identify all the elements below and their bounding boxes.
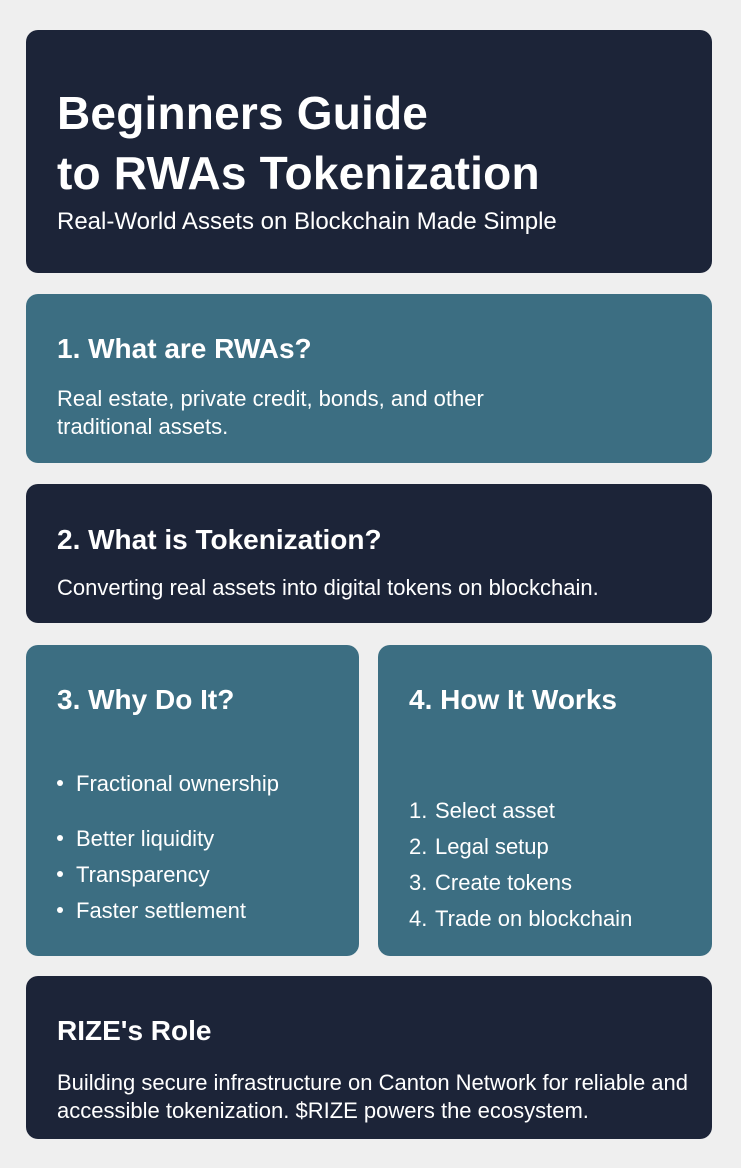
step-label: Create tokens bbox=[435, 870, 572, 895]
section-how-it-works: 4. How It Works 1. Select asset 2. Legal s… bbox=[378, 645, 712, 956]
bullet-icon bbox=[57, 780, 63, 787]
page-title-line-2: to RWAs Tokenization bbox=[57, 147, 540, 199]
bullet-icon bbox=[57, 907, 63, 914]
list-item: 4. Trade on blockchain bbox=[409, 905, 632, 933]
list-item-label: Better liquidity bbox=[76, 826, 215, 851]
step-number: 3. bbox=[409, 870, 428, 895]
step-label: Legal setup bbox=[435, 834, 549, 859]
section-heading: 3. Why Do It? bbox=[57, 684, 235, 715]
step-label: Select asset bbox=[435, 798, 555, 823]
section-why-do-it: 3. Why Do It? Fractional ownership Bette… bbox=[26, 645, 359, 956]
step-label: Trade on blockchain bbox=[435, 906, 633, 931]
section-what-are-rwas: 1. What are RWAs? Real estate, private c… bbox=[26, 294, 712, 463]
list-item: Transparency bbox=[57, 861, 210, 889]
section-body: Building secure infrastructure on Canton… bbox=[57, 1070, 688, 1123]
page-title-line-1: Beginners Guide bbox=[57, 87, 429, 139]
section-rize-role: RIZE's Role Building secure infrastructu… bbox=[26, 976, 712, 1139]
title-card: Beginners Guide to RWAs Tokenization Rea… bbox=[26, 30, 712, 273]
list-item: 1. Select asset bbox=[409, 797, 555, 825]
section-heading: RIZE's Role bbox=[57, 1015, 212, 1046]
bullet-icon bbox=[57, 835, 63, 842]
list-item: Better liquidity bbox=[57, 825, 214, 853]
section-what-is-tokenization: 2. What is Tokenization? Converting real… bbox=[26, 484, 712, 623]
list-item: Fractional ownership bbox=[57, 770, 279, 798]
section-heading: 1. What are RWAs? bbox=[57, 333, 312, 364]
section-body: Converting real assets into digital toke… bbox=[57, 575, 599, 600]
section-heading: 2. What is Tokenization? bbox=[57, 524, 382, 555]
page-subtitle: Real-World Assets on Blockchain Made Sim… bbox=[57, 208, 557, 235]
list-item-label: Transparency bbox=[76, 862, 210, 887]
page-title: Beginners Guide to RWAs Tokenization bbox=[57, 83, 540, 203]
bullet-icon bbox=[57, 871, 63, 878]
list-item: 2. Legal setup bbox=[409, 833, 549, 861]
step-number: 4. bbox=[409, 906, 428, 931]
step-number: 1. bbox=[409, 798, 428, 823]
section-heading: 4. How It Works bbox=[409, 684, 617, 715]
list-item-label: Faster settlement bbox=[76, 898, 246, 923]
list-item: 3. Create tokens bbox=[409, 869, 572, 897]
list-item: Faster settlement bbox=[57, 897, 246, 925]
step-number: 2. bbox=[409, 834, 428, 859]
list-item-label: Fractional ownership bbox=[76, 771, 279, 796]
section-body: Real estate, private credit, bonds, and … bbox=[57, 386, 484, 439]
